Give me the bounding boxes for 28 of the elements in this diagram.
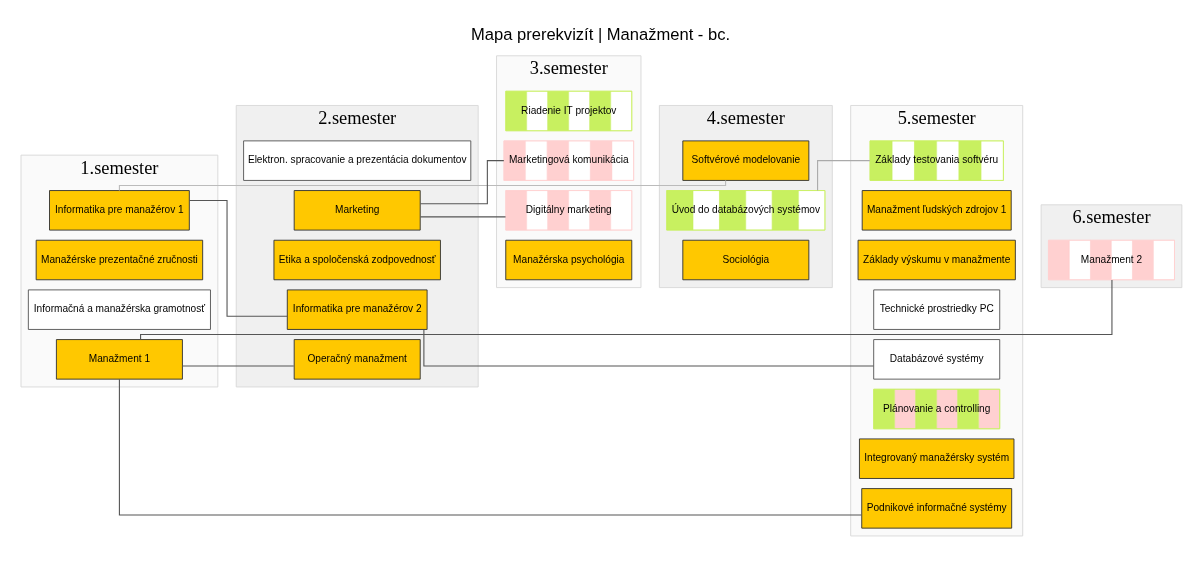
- connector: [118, 378, 863, 515]
- connector: [817, 159, 871, 191]
- connector: [423, 328, 875, 366]
- connector: [188, 199, 288, 317]
- diagram-title: Mapa prerekvizít | Manažment - bc.: [470, 24, 731, 44]
- node-box: Manažérska psychológia: [505, 239, 633, 280]
- node-box: Softvérové modelovanie: [682, 139, 810, 181]
- node-box: Informačná a manažérska gramotnosť: [27, 288, 211, 330]
- node-box: Informatika pre manažérov 2: [286, 288, 428, 330]
- node-box: Integrovaný manažérsky systém: [859, 437, 1015, 479]
- connector: [419, 159, 505, 204]
- node-box: Etika a spoločenská zodpovednosť: [273, 239, 441, 280]
- node-box: Operačný manažment: [293, 338, 421, 380]
- node-box: Podnikové informačné systémy: [861, 487, 1013, 529]
- node-box: Manažment 1: [55, 338, 183, 380]
- connector: [118, 179, 727, 191]
- node-box: Manažérske prezentačné zručnosti: [35, 239, 204, 280]
- node-box: Sociológia: [682, 239, 810, 280]
- connector: [181, 364, 295, 366]
- node-box: Informatika pre manažérov 1: [49, 189, 190, 231]
- node-box: Základy výskumu v manažmente: [857, 239, 1016, 280]
- node-box: Marketing: [293, 189, 421, 231]
- node-box: Databázové systémy: [873, 338, 1001, 380]
- node-box: Technické prostriedky PC: [873, 288, 1001, 330]
- connector: [140, 278, 1113, 340]
- node-box: Manažment ľudských zdrojov 1: [861, 189, 1012, 231]
- connector: [419, 215, 507, 217]
- node-box: Elektron. spracovanie a prezentácia dokumentov: [243, 139, 472, 181]
